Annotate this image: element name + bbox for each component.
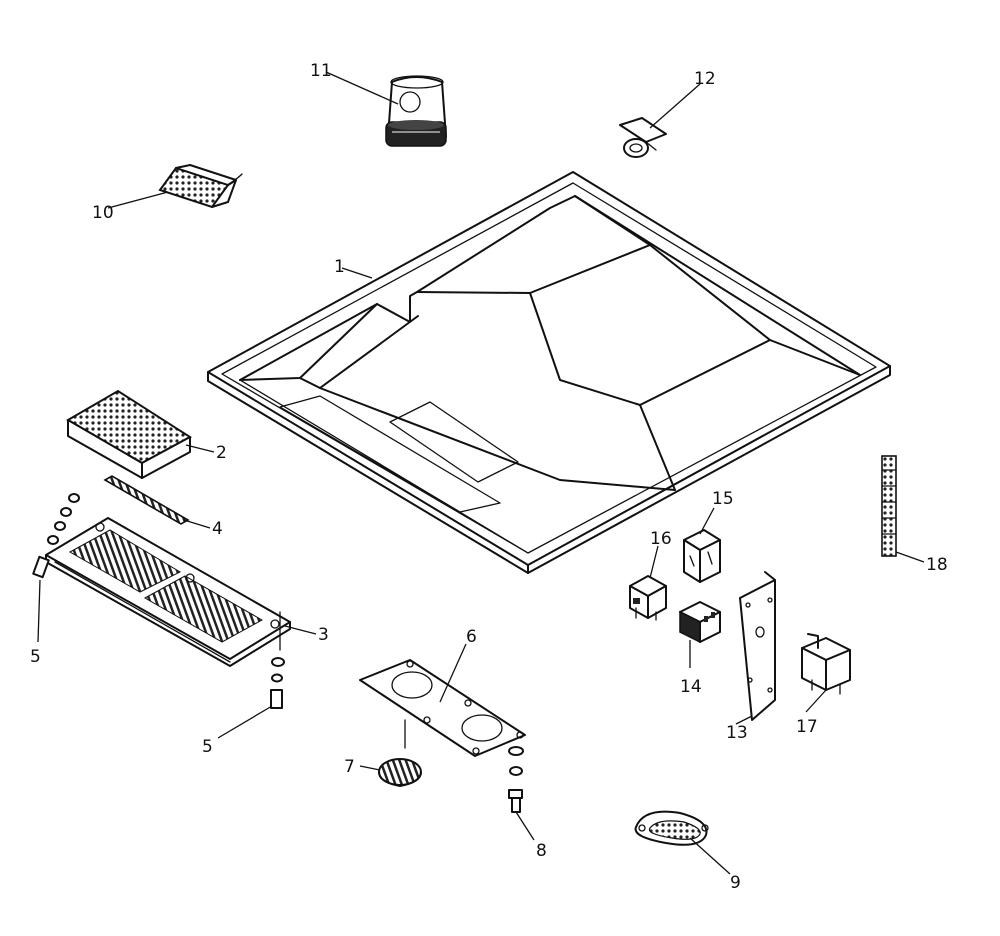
callout-17: 17 xyxy=(796,717,818,737)
part-1-roof-tray xyxy=(207,171,891,574)
part-10-light xyxy=(158,164,243,209)
callout-5-left: 5 xyxy=(30,647,41,667)
leader-lines xyxy=(107,71,925,875)
part-11-beacon xyxy=(385,75,447,147)
part-4-strip xyxy=(103,475,190,525)
callout-15: 15 xyxy=(712,489,734,509)
part-3-grille-plate xyxy=(45,517,291,667)
part-17-relay xyxy=(801,633,851,695)
part-14-socket xyxy=(679,601,721,644)
part-5-fastener-bottom xyxy=(270,611,285,709)
callout-1: 1 xyxy=(334,257,345,277)
part-12-clip xyxy=(619,117,667,158)
callout-7: 7 xyxy=(344,757,355,777)
part-15-relay xyxy=(683,529,721,583)
callout-3: 3 xyxy=(318,625,329,645)
part-5-fastener-left xyxy=(32,493,80,643)
callout-18: 18 xyxy=(926,555,948,575)
callout-12: 12 xyxy=(694,69,716,89)
callout-5-bottom: 5 xyxy=(202,737,213,757)
callout-2: 2 xyxy=(216,443,227,463)
callout-9: 9 xyxy=(730,873,741,893)
part-6-mounting-plate xyxy=(359,659,526,757)
part-13-bracket xyxy=(739,571,776,721)
callout-16: 16 xyxy=(650,529,672,549)
part-2-filter-block xyxy=(66,389,192,479)
part-7-round-grille xyxy=(378,719,422,787)
part-18-terminal-strip xyxy=(881,455,897,557)
callout-13: 13 xyxy=(726,723,748,743)
callout-11: 11 xyxy=(310,61,332,81)
part-16-relay xyxy=(629,575,667,621)
part-8-bolt xyxy=(508,746,524,813)
callout-10: 10 xyxy=(92,203,114,223)
part-9-oval-lamp xyxy=(634,810,709,846)
callout-6: 6 xyxy=(466,627,477,647)
callout-8: 8 xyxy=(536,841,547,861)
callout-labels: 1 2 3 4 5 5 6 7 8 9 10 11 12 13 14 15 16… xyxy=(30,61,948,893)
callout-14: 14 xyxy=(680,677,702,697)
callout-4: 4 xyxy=(212,519,223,539)
